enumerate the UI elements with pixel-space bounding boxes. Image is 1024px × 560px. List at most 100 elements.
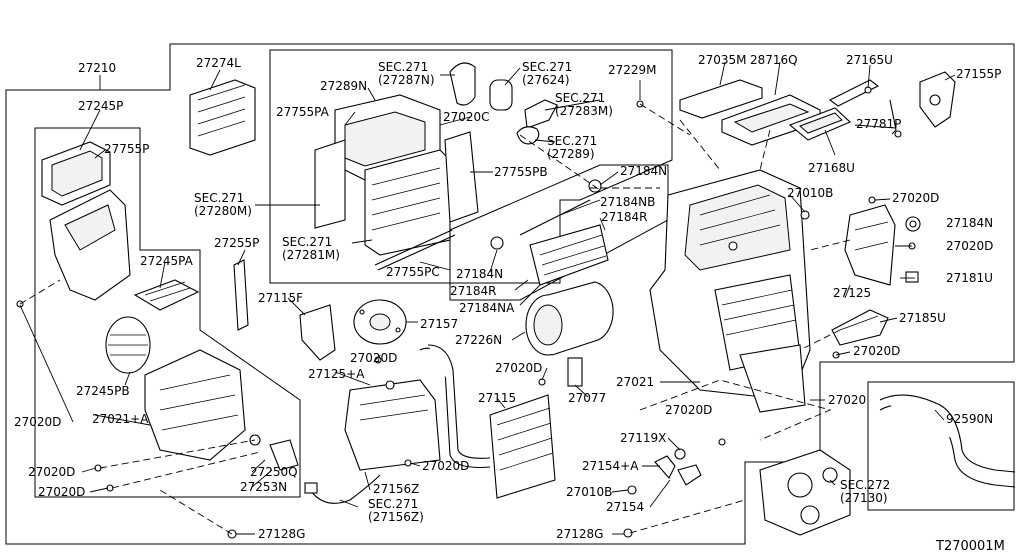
leader-lines <box>19 61 956 535</box>
label-27020: 27020 <box>828 393 867 407</box>
harness-sec271 <box>309 474 381 504</box>
label-27210: 27210 <box>78 61 117 75</box>
label-27155p: 27155P <box>956 67 1002 81</box>
seal-27115f <box>299 304 336 361</box>
label-27755pa: 27755PA <box>276 105 329 119</box>
label-sec271-27624: SEC.271 (27624) <box>522 60 573 87</box>
blower-fan-27226n <box>525 281 614 356</box>
label-27154: 27154 <box>606 500 645 514</box>
label-27289n: 27289N <box>320 79 368 93</box>
harness-connector <box>304 482 318 494</box>
label-27255p: 27255P <box>214 236 260 250</box>
label-27125a: 27125+A <box>308 367 365 381</box>
label-27156z: 27156Z <box>373 482 420 496</box>
label-27020c: 27020C <box>443 110 490 124</box>
label-sec271-27287n: SEC.271 (27287N) <box>378 60 435 87</box>
label-27125: 27125 <box>833 286 872 300</box>
label-27274l: 27274L <box>196 56 241 70</box>
label-27020d-i: 27020D <box>28 465 76 479</box>
label-27115f: 27115F <box>258 291 304 305</box>
label-sec271-27281m: SEC.271 (27281M) <box>282 235 340 262</box>
label-27755pc: 27755PC <box>386 265 440 279</box>
label-27020d-g: 27020D <box>14 415 62 429</box>
case-27125a <box>344 379 441 471</box>
case-27021a <box>144 349 246 461</box>
label-27184nb: 27184NB <box>600 195 656 209</box>
label-27010b-a: 27010B <box>787 186 834 200</box>
label-92590n: 92590N <box>946 412 994 426</box>
label-27184r-a: 27184R <box>601 210 648 224</box>
label-27020d-c: 27020D <box>853 344 901 358</box>
bracket-27255p <box>233 259 249 331</box>
lever-27155p <box>919 71 956 128</box>
heater-case-27021 <box>649 169 811 413</box>
sensor-27077 <box>567 357 583 387</box>
label-27115: 27115 <box>478 391 517 405</box>
link-27781p <box>889 99 902 138</box>
label-27157: 27157 <box>420 317 459 331</box>
duct-27755p <box>41 141 111 206</box>
label-27781p: 27781P <box>856 117 902 131</box>
fasteners <box>16 196 916 539</box>
rod-27184nb <box>519 199 591 236</box>
label-27755p: 27755P <box>104 142 150 156</box>
evaporator-27289n <box>314 94 479 271</box>
label-27035m: 27035M <box>698 53 747 67</box>
heater-core-27115 <box>489 394 556 499</box>
bracket-27125 <box>844 204 896 286</box>
label-27154a: 27154+A <box>582 459 639 473</box>
filter-27184na <box>529 224 609 286</box>
label-sec271-27283m: SEC.271 (27283M) <box>555 91 613 118</box>
label-27184r-b: 27184R <box>450 284 497 298</box>
label-27021a: 27021+A <box>92 412 149 426</box>
label-27077: 27077 <box>568 391 607 405</box>
label-27020d-a: 27020D <box>892 191 940 205</box>
label-sec271-27280m: SEC.271 (27280M) <box>194 191 252 218</box>
clip-27181u <box>905 271 919 283</box>
label-27020d-j: 27020D <box>38 485 86 499</box>
label-27020d-b: 27020D <box>946 239 994 253</box>
label-27128g-a: 27128G <box>258 527 306 541</box>
label-sec272-27130: SEC.272 (27130) <box>840 478 891 505</box>
heater-pipe <box>419 344 491 469</box>
hose-frame <box>867 381 1015 511</box>
grille-27245pa <box>133 279 200 311</box>
label-27168u: 27168U <box>808 161 855 175</box>
label-27755pb: 27755PB <box>494 165 548 179</box>
label-sec271-27156z: SEC.271 (27156Z) <box>368 497 424 524</box>
label-27253n: 27253N <box>240 480 288 494</box>
label-27185u: 27185U <box>899 311 946 325</box>
label-27020d-e: 27020D <box>495 361 543 375</box>
actuator-27165u <box>828 79 880 107</box>
label-27184na: 27184NA <box>459 301 515 315</box>
label-27020d-h: 27020D <box>422 459 470 473</box>
figure-code: T270001M <box>936 539 1005 554</box>
label-27165u: 27165U <box>846 53 893 67</box>
label-27020d-f: 27020D <box>665 403 713 417</box>
label-27010b-b: 27010B <box>566 485 613 499</box>
label-27229m: 27229M <box>608 63 657 77</box>
label-27184n-b: 27184N <box>946 216 994 230</box>
motor-27185u <box>831 309 889 346</box>
label-27245pb: 27245PB <box>76 384 130 398</box>
label-27245p: 27245P <box>78 99 124 113</box>
label-27021: 27021 <box>616 375 655 389</box>
blower-motor-sec272 <box>759 449 851 536</box>
actuator-27168u <box>788 107 851 141</box>
label-27119x: 27119X <box>620 431 667 445</box>
label-sec271-27289: SEC.271 (27289) <box>547 134 598 161</box>
label-28716q: 28716Q <box>750 53 798 67</box>
assembly-frame-outer <box>5 43 1015 545</box>
label-27245pa: 27245PA <box>140 254 193 268</box>
filter-27274l <box>189 79 256 156</box>
grille-27245pb <box>105 316 151 374</box>
label-27250q: 27250Q <box>250 465 298 479</box>
label-27184n-a: 27184N <box>620 164 668 178</box>
motor-27157 <box>353 299 407 345</box>
screw-27010b <box>800 210 810 220</box>
label-27128g-b: 27128G <box>556 527 604 541</box>
clip-27184n-right <box>905 216 921 232</box>
evaporator-frame <box>269 49 673 284</box>
hose-92590n <box>879 394 1016 488</box>
